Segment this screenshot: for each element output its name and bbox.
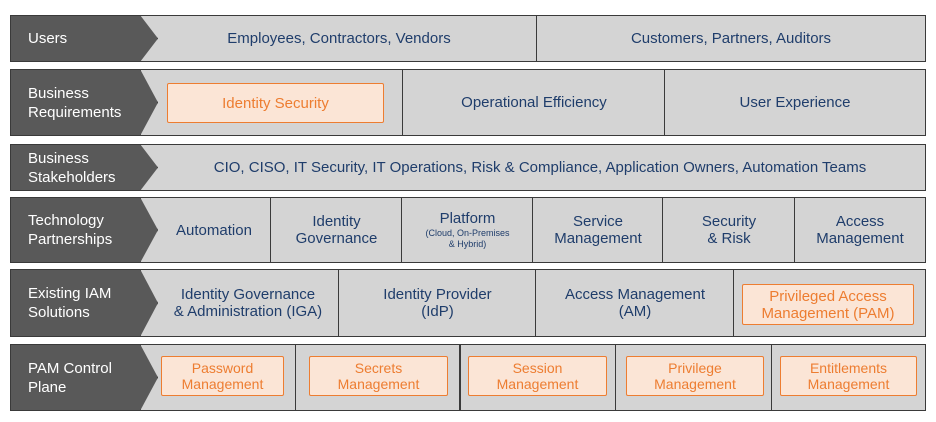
cell-text: Identity Governance xyxy=(180,286,316,303)
cell-text: Operational Efficiency xyxy=(461,94,607,111)
box-text: Session xyxy=(512,360,563,376)
label-line: Business xyxy=(28,149,89,167)
row-label-existing-iam: Existing IAM Solutions xyxy=(10,269,158,337)
label-line: Stakeholders xyxy=(28,168,116,186)
cell-text: Service xyxy=(572,213,624,230)
pam-highlight: Privileged Access Management (PAM) xyxy=(742,284,914,325)
cell-text: Access Management xyxy=(564,286,706,303)
cell-text: Management xyxy=(554,230,642,247)
iam-cell-idp: Identity Provider (IdP) xyxy=(338,269,537,337)
label-line: Users xyxy=(28,30,68,47)
row-label-business-requirements: Business Requirements xyxy=(10,69,158,136)
row-label-users: Users xyxy=(10,15,158,62)
row-label-pam-control-plane: PAM Control Plane xyxy=(10,344,158,411)
cell-text: Employees, Contractors, Vendors xyxy=(227,30,451,47)
label-line: PAM Control xyxy=(28,359,112,377)
cell-text: Identity xyxy=(312,213,361,230)
box-text: Management xyxy=(807,376,890,392)
label-line: Existing IAM xyxy=(28,285,112,302)
box-text: Secrets xyxy=(354,360,403,376)
cell-text: (IdP) xyxy=(421,303,454,320)
box-text: Password xyxy=(191,360,254,376)
cell-text: Governance xyxy=(295,230,378,247)
session-management-box: Session Management xyxy=(468,356,607,396)
business-requirements-cell-ux: User Experience xyxy=(664,69,926,136)
label-line: Partnerships xyxy=(28,231,113,248)
identity-security-highlight: Identity Security xyxy=(167,83,384,123)
box-text: Management xyxy=(654,376,736,392)
cell-text: Automation xyxy=(176,221,252,239)
secrets-management-box: Secrets Management xyxy=(309,356,448,396)
label-line: Technology xyxy=(28,212,104,229)
label-line: Solutions xyxy=(28,304,90,321)
cell-text: & Risk xyxy=(707,230,751,247)
cell-text: Platform xyxy=(439,210,496,227)
box-text: Entitlements xyxy=(809,360,888,376)
password-management-box: Password Management xyxy=(161,356,284,396)
tech-cell-platform: Platform (Cloud, On-Premises & Hybrid) xyxy=(401,197,534,263)
label-line: Requirements xyxy=(28,103,122,121)
cell-text: User Experience xyxy=(739,94,851,111)
box-text: Privilege xyxy=(668,360,722,376)
iam-cell-am: Access Management (AM) xyxy=(535,269,735,337)
cell-text: & Administration (IGA) xyxy=(173,303,323,320)
highlight-text: Identity Security xyxy=(222,94,329,112)
entitlements-management-box: Entitlements Management xyxy=(780,356,917,396)
tech-cell-automation: Automation xyxy=(140,197,272,263)
cell-text: Access xyxy=(835,213,885,230)
tech-cell-service-management: Service Management xyxy=(532,197,664,263)
users-cell-employees: Employees, Contractors, Vendors xyxy=(140,15,538,62)
cell-text: Customers, Partners, Auditors xyxy=(630,30,832,47)
box-text: Management xyxy=(496,376,579,392)
box-text: Management xyxy=(181,376,264,392)
highlight-text: Privileged Access xyxy=(769,287,887,305)
tech-cell-security-risk: Security & Risk xyxy=(662,197,796,263)
cell-note: & Hybrid) xyxy=(448,239,487,249)
cell-text: Security xyxy=(701,213,757,230)
tech-cell-identity-governance: Identity Governance xyxy=(270,197,403,263)
label-line: Business xyxy=(28,84,89,102)
cell-note: (Cloud, On-Premises xyxy=(425,228,510,238)
label-line: Plane xyxy=(28,378,67,396)
tech-cell-access-management: Access Management xyxy=(794,197,926,263)
iam-cell-iga: Identity Governance & Administration (IG… xyxy=(140,269,340,337)
cell-text: CIO, CISO, IT Security, IT Operations, R… xyxy=(213,159,867,176)
row-label-technology-partnerships: Technology Partnerships xyxy=(10,197,158,263)
box-text: Management xyxy=(337,376,420,392)
row-label-business-stakeholders: Business Stakeholders xyxy=(10,144,158,191)
privilege-management-box: Privilege Management xyxy=(626,356,764,396)
cell-text: Identity Provider xyxy=(383,286,492,303)
business-stakeholders-cell: CIO, CISO, IT Security, IT Operations, R… xyxy=(140,144,926,191)
cell-text: (AM) xyxy=(618,303,652,320)
highlight-text: Management (PAM) xyxy=(761,304,895,322)
cell-text: Management xyxy=(816,230,904,247)
users-cell-customers: Customers, Partners, Auditors xyxy=(536,15,926,62)
business-requirements-cell-operational: Operational Efficiency xyxy=(402,69,666,136)
